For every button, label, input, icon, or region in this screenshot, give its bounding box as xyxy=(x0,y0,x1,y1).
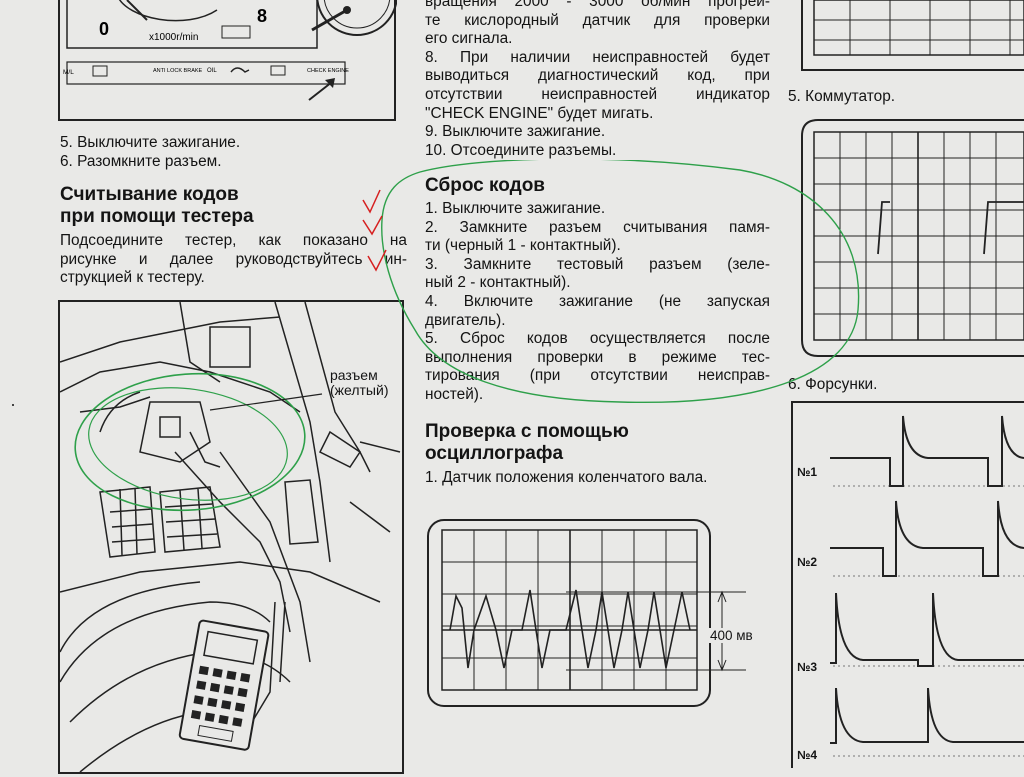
commutator-label: 5. Коммутатор. xyxy=(788,88,896,105)
left-steps: 5. Выключите зажигание. 6. Разомкните ра… xyxy=(60,134,390,171)
gauge-digit-right: 8 xyxy=(257,6,267,26)
gauge-unit: x1000r/min xyxy=(149,32,198,43)
injector-row-3: №3 xyxy=(797,660,818,674)
injector-row-4: №4 xyxy=(797,748,818,762)
reset-codes-title: Сброс кодов xyxy=(425,175,545,196)
commutator-oscilloscope xyxy=(800,118,1024,358)
gauge-digit-left: 0 xyxy=(99,19,109,39)
injectors-waveforms: №1 №2 №3 №4 xyxy=(788,398,1024,768)
osc-section-title: Проверка с помощью осциллографа xyxy=(425,421,629,464)
tester-paragraph: Подсоедините тестер, как показано на рис… xyxy=(60,232,407,287)
middle-top-text: вращения 2000 - 3000 об/мин прогрей- те … xyxy=(425,0,770,159)
instrument-cluster-figure: 0 x1000r/min 8 M/L ANTI LOCK BRAKE OIL C… xyxy=(57,0,398,122)
reset-codes-steps: 1. Выключите зажигание. 2. Замкните разъ… xyxy=(425,200,770,403)
section-title-tester: Считывание кодов при помощи тестера xyxy=(60,184,254,227)
injector-row-1: №1 xyxy=(797,465,818,479)
injector-row-2: №2 xyxy=(797,555,818,569)
indicator-label-check-engine: CHECK ENGINE xyxy=(307,68,349,74)
indicator-label-ml: M/L xyxy=(63,69,74,76)
top-right-scope xyxy=(800,0,1024,72)
step-5: 5. Выключите зажигание. xyxy=(60,134,241,151)
connector-label: разъем (желтый) xyxy=(330,367,389,398)
crankshaft-oscilloscope: 400 мв xyxy=(426,518,766,708)
indicator-label-oil: OIL xyxy=(207,68,217,74)
stray-mark xyxy=(12,404,14,406)
indicator-label-abs: ANTI LOCK BRAKE xyxy=(153,68,203,74)
connector-location-figure: разъем (желтый) xyxy=(58,300,404,774)
crankshaft-sensor-item: 1. Датчик положения коленчатого вала. xyxy=(425,469,708,486)
injectors-label: 6. Форсунки. xyxy=(788,376,878,393)
amplitude-label: 400 мв xyxy=(708,628,755,643)
step-6: 6. Разомкните разъем. xyxy=(60,152,222,170)
